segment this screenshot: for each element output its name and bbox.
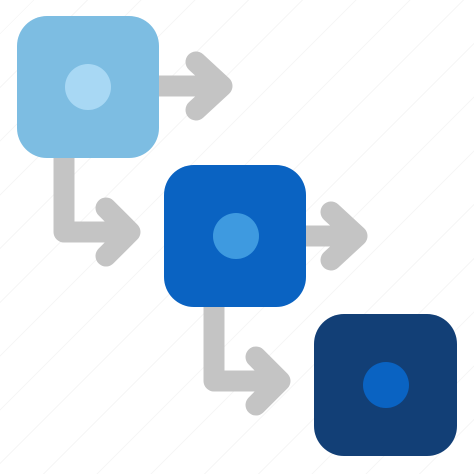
step-node-3 (314, 314, 457, 456)
elbow-arrow-icon (53, 147, 141, 267)
step-1-dot (65, 64, 111, 110)
step-2-dot (213, 213, 259, 259)
connectors (53, 51, 368, 416)
arrow-right-icon (294, 201, 368, 271)
step-node-1 (17, 16, 159, 158)
elbow-arrow-icon (203, 296, 291, 416)
arrow-right-icon (147, 51, 233, 121)
step-3-dot (363, 362, 409, 408)
step-node-2 (164, 165, 306, 307)
